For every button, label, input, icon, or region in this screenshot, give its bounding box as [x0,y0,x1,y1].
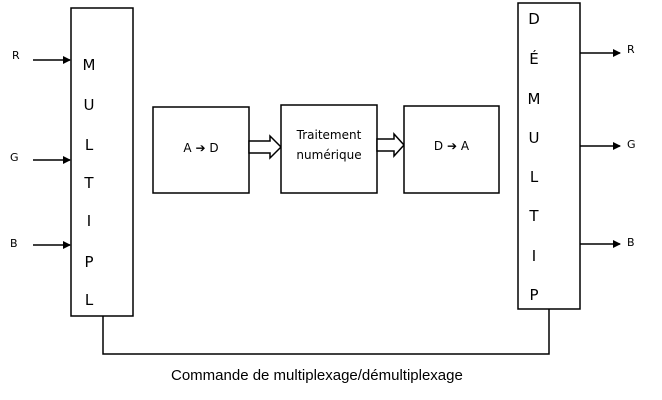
demux-letter: É [529,50,539,68]
processing-label-line1: Traitement [296,128,362,142]
demux-letter: D [528,10,540,28]
double-arrow-2 [376,132,406,158]
output-label-r: R [627,43,635,56]
adc-label: A ➔ D [183,141,219,155]
demux-letter: I [531,247,537,265]
mux-letter: I [86,212,92,230]
mux-letter: T [84,174,94,192]
input-label-b: B [10,237,18,250]
multiplexer-box [70,7,134,317]
dac-label: D ➔ A [433,139,470,153]
input-label-g: G [10,151,19,164]
mux-letter: L [84,291,94,309]
mux-letter: P [84,253,94,271]
mux-letter: M [82,56,96,74]
output-label-g: G [627,138,636,151]
output-label-b: B [627,236,635,249]
demux-letter: P [529,286,539,304]
demux-letter: L [529,168,539,186]
control-caption: Commande de multiplexage/démultiplexage [171,367,463,384]
mux-letter: U [83,96,95,114]
adc-box [152,106,250,194]
processing-label-line2: numérique [296,148,362,162]
demux-letter: U [528,129,540,147]
input-label-r: R [12,49,20,62]
mux-letter: L [84,136,94,154]
processing-box [280,104,378,194]
demux-letter: M [527,90,541,108]
double-arrow-1 [248,134,283,160]
demux-letter: T [529,207,539,225]
control-line [102,309,550,355]
dac-box [403,105,500,194]
